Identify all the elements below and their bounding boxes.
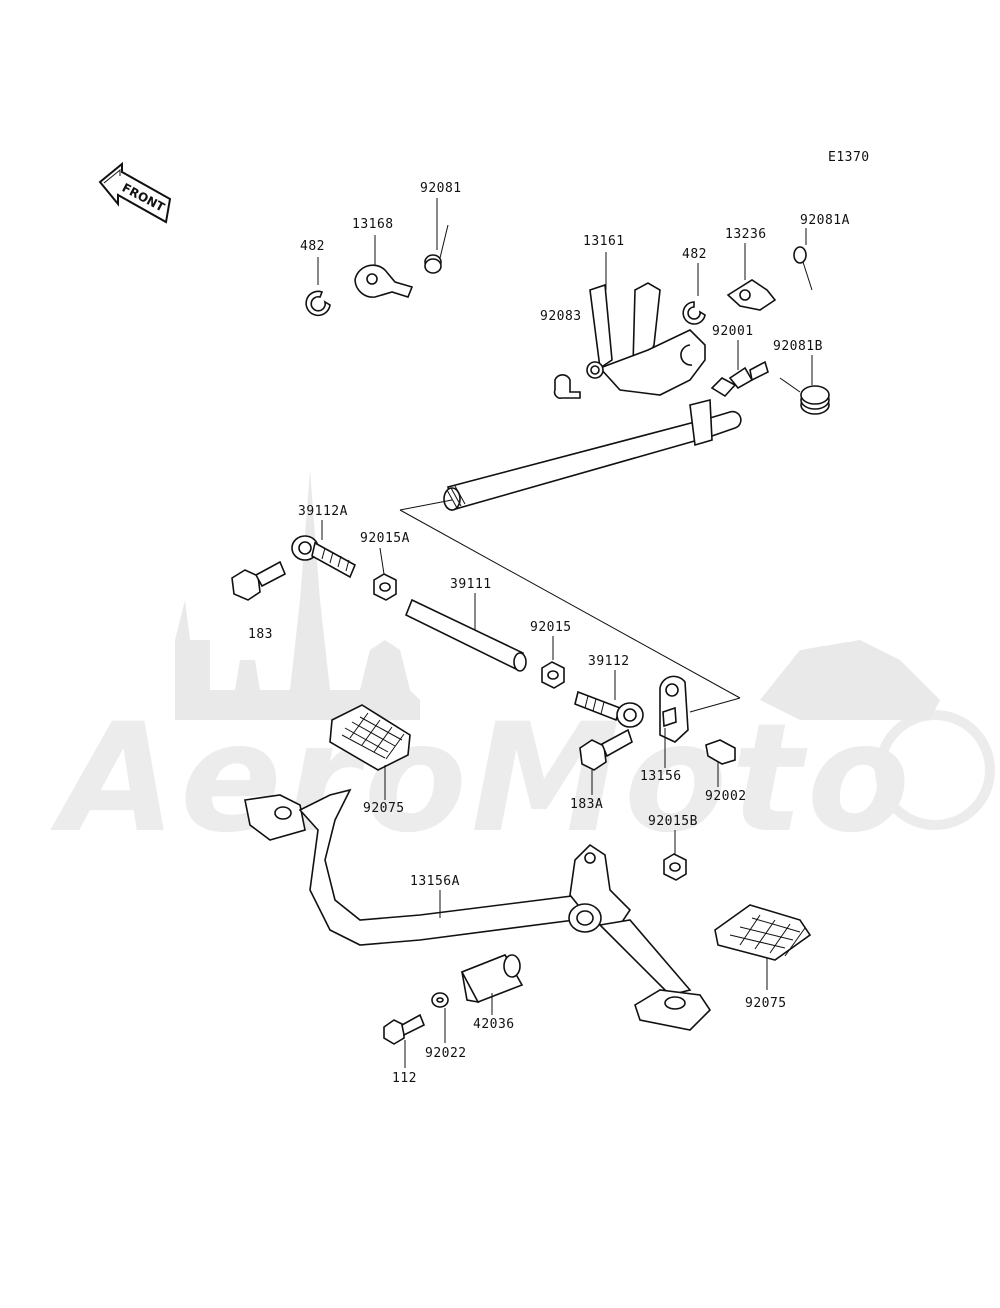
label-13156A: 13156A [410,874,460,889]
label-482-left: 482 [300,239,325,254]
part-92083-clip [553,374,581,399]
part-92081A-spring [793,246,813,291]
label-112: 112 [392,1071,417,1086]
assembly-reference-line [399,499,741,713]
front-arrow-icon: FRONT [98,161,172,224]
part-183A-bolt [579,728,633,771]
part-39112A-rod-end [291,535,357,579]
label-92081A: 92081A [800,213,850,228]
label-92075-left: 92075 [363,801,405,816]
part-92075-pad-left [329,704,411,771]
label-13236: 13236 [725,227,767,242]
part-42036-sleeve [460,954,524,1004]
part-13156A-brake-pedal [244,788,712,1031]
label-39112A: 39112A [298,504,348,519]
watermark-text: AeroMoto [50,692,910,866]
label-183A: 183A [570,797,603,812]
label-482-right: 482 [682,247,707,262]
diagram-id: E1370 [828,150,870,165]
label-13161: 13161 [583,234,625,249]
part-13156-lever [659,675,689,743]
part-92015A-nut [373,573,397,601]
part-39112-rod-end [574,690,644,728]
label-13168: 13168 [352,217,394,232]
label-13156: 13156 [640,769,682,784]
label-92001: 92001 [712,324,754,339]
label-42036: 42036 [473,1017,515,1032]
label-92075-right: 92075 [745,996,787,1011]
label-92083: 92083 [540,309,582,324]
part-92081B-spring [779,377,830,415]
part-92075-pad-right [714,904,812,961]
part-13168-plate [354,264,414,298]
part-112-bolt [383,1013,426,1045]
label-92002: 92002 [705,789,747,804]
part-482-circlip-right [682,301,706,325]
label-92015B: 92015B [648,814,698,829]
label-39111: 39111 [450,577,492,592]
label-92022: 92022 [425,1046,467,1061]
label-92081: 92081 [420,181,462,196]
label-39112: 39112 [588,654,630,669]
part-13236-plate [726,279,777,311]
part-39111-rod [404,598,527,672]
part-482-circlip-left [305,290,331,317]
part-92015-nut [541,661,565,689]
part-183-bolt [231,560,287,601]
label-183: 183 [248,627,273,642]
part-92022-washer [431,992,449,1008]
part-shift-shaft [443,398,742,512]
label-92015A: 92015A [360,531,410,546]
part-92015B-nut [663,853,687,881]
label-92081B: 92081B [773,339,823,354]
part-92001-pin [710,360,769,398]
part-92081-spring [424,224,449,274]
part-92002-bolt [705,739,736,765]
part-13161-shift-arm [586,282,706,396]
label-92015: 92015 [530,620,572,635]
watermark: AeroMoto [50,470,995,866]
